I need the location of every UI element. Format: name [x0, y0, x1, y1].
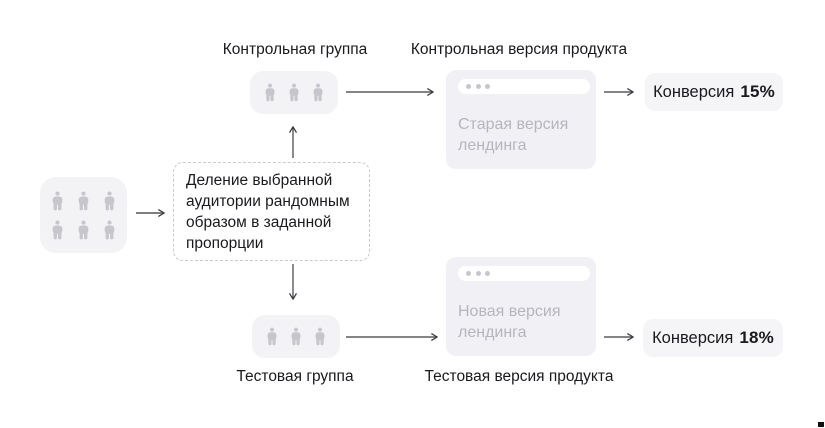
conversion-value: 15%	[740, 82, 775, 101]
person-icon	[50, 218, 65, 242]
test-screen-caption: Новая версия лендинга	[458, 303, 561, 341]
person-icon	[311, 81, 325, 104]
conversion-label: Конверсия	[653, 82, 735, 101]
randomization-step-text: Деление выбранной аудитории рандомным об…	[186, 171, 350, 252]
person-icon	[265, 325, 279, 348]
control-group-box	[250, 71, 338, 114]
test-screen-mockup: Новая версия лендинга	[446, 257, 596, 356]
person-icon	[287, 81, 301, 104]
audience-people-row	[50, 218, 117, 242]
browser-dot-icon	[475, 84, 481, 89]
person-icon	[50, 189, 65, 213]
test-group-label: Тестовая группа	[236, 368, 354, 385]
browser-address-bar	[458, 79, 590, 94]
test-version-label: Тестовая версия продукта	[424, 368, 614, 385]
browser-dot-icon	[466, 271, 471, 276]
audience-people-row	[50, 189, 117, 213]
browser-dot-icon	[485, 84, 490, 89]
person-icon	[76, 189, 91, 213]
corner-artifact	[818, 422, 824, 427]
person-icon	[76, 218, 91, 242]
control-group-label: Контрольная группа	[222, 41, 368, 58]
person-icon	[313, 325, 327, 348]
browser-dot-icon	[475, 271, 481, 276]
person-icon	[102, 189, 117, 213]
control-version-label: Контрольная версия продукта	[410, 41, 628, 58]
person-icon	[289, 325, 303, 348]
control-conversion-badge: Конверсия 15%	[645, 73, 783, 111]
person-icon	[102, 218, 117, 242]
audience-box	[40, 177, 127, 253]
browser-dot-icon	[466, 84, 471, 89]
browser-dot-icon	[485, 271, 490, 276]
conversion-label: Конверсия	[652, 328, 734, 347]
browser-address-bar	[458, 266, 590, 281]
control-screen-caption: Старая версия лендинга	[458, 116, 569, 154]
test-group-box	[252, 315, 340, 358]
person-icon	[263, 81, 277, 104]
conversion-value: 18%	[739, 328, 774, 347]
test-conversion-badge: Конверсия 18%	[643, 319, 783, 357]
randomization-step-box: Деление выбранной аудитории рандомным об…	[173, 162, 370, 261]
control-screen-mockup: Старая версия лендинга	[446, 70, 596, 169]
